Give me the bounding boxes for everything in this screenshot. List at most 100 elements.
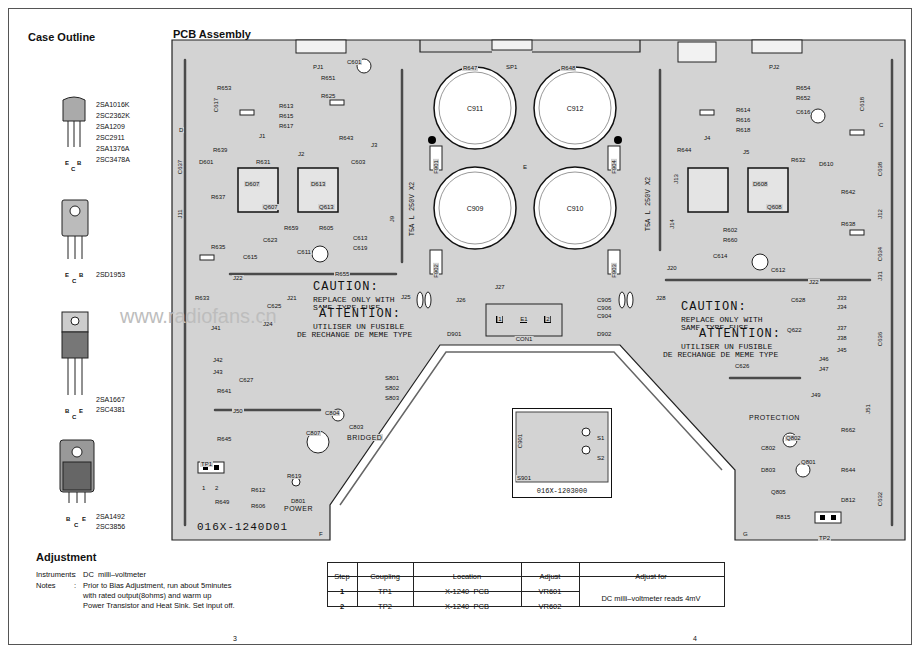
electrolytic-cap <box>811 109 825 123</box>
component-ref: J47 <box>818 366 830 372</box>
connector-pin <box>486 304 562 336</box>
capacitor-ring <box>539 72 611 144</box>
component-ref: J5 <box>742 149 750 155</box>
component-ref: S802 <box>384 385 400 391</box>
fuse-holder <box>430 146 620 274</box>
pin-letter: E <box>82 516 86 522</box>
resistor-symbol <box>700 110 714 115</box>
step-number: 2 <box>340 603 344 611</box>
component-ref: R637 <box>210 194 226 200</box>
to3p-package <box>69 492 85 503</box>
board-outline <box>172 40 905 540</box>
component-ref: C807 <box>305 430 321 436</box>
component-ref: C904 <box>596 313 612 319</box>
component-ref: SP1 <box>505 64 518 70</box>
step-number: 1 <box>340 588 344 596</box>
component-ref: J25 <box>400 294 412 300</box>
component-ref: F902 <box>433 263 439 279</box>
note-text: Step <box>334 573 349 581</box>
component-ref: R631 <box>255 159 271 165</box>
component-ref: C802 <box>760 445 776 451</box>
resistor-symbol <box>330 100 344 105</box>
component-ref: R602 <box>722 227 738 233</box>
component-ref: Q805 <box>770 489 787 495</box>
filter-capacitor: C909 <box>433 166 517 250</box>
component-ref: J1 <box>258 133 266 139</box>
note-text: Adjust <box>540 573 561 581</box>
component-ref: S2 <box>596 455 605 461</box>
caution-text: UTILISER UN FUSIBLE <box>312 323 405 331</box>
copper-trace <box>730 377 800 380</box>
component-ref: J20 <box>666 265 678 271</box>
component-ref: CON1 <box>515 336 534 342</box>
component-ref: C803 <box>348 424 364 430</box>
page-frame <box>9 9 912 645</box>
component-ref: C634 <box>877 246 883 262</box>
component-ref: F904 <box>611 159 617 175</box>
protection-transistor <box>783 433 810 477</box>
part-number: 2SA1376A <box>96 145 129 152</box>
component-ref: J50 <box>232 408 244 414</box>
component-ref: C632 <box>877 491 883 507</box>
note-text: DC milli–voltmeter reads 4mV <box>601 595 700 603</box>
board-connector <box>678 42 716 62</box>
component-ref: D613 <box>310 181 326 187</box>
component-ref: Q613 <box>318 204 335 210</box>
component-ref: R815 <box>775 514 791 520</box>
pin-letter: B <box>66 516 70 522</box>
note-text: Prior to Bias Adjustment, run about 5min… <box>83 582 231 590</box>
component-ref: J11 <box>177 208 183 219</box>
component-ref: R618 <box>735 127 751 133</box>
caution-heading: ATTENTION: <box>318 308 402 320</box>
component-ref: R612 <box>250 487 266 493</box>
resistor-symbol <box>200 100 864 260</box>
connector-pin <box>544 316 551 323</box>
page-number: 3 <box>233 635 237 642</box>
resistor-symbol <box>850 130 864 135</box>
component-ref: F <box>318 531 324 537</box>
resistor-symbol <box>850 230 864 235</box>
filter-capacitor: C911 <box>433 66 517 150</box>
note-text: X-1240 PCB <box>445 588 489 596</box>
note-text: Adjust for <box>635 573 667 581</box>
fuse-clip <box>425 292 431 308</box>
caution-text: DE RECHANGE DE MEME TYPE <box>296 331 413 339</box>
copper-trace <box>185 60 892 525</box>
section-heading: PCB Assembly <box>173 29 251 40</box>
heat-sink <box>298 168 338 212</box>
pin-letter: B <box>77 160 81 166</box>
board-legend: POWER <box>283 505 314 512</box>
component-ref: J26 <box>455 297 467 303</box>
component-ref: TP1 <box>200 461 213 467</box>
component-ref: C623 <box>262 237 278 243</box>
component-ref: D902 <box>596 331 612 337</box>
to3p-package <box>60 440 94 503</box>
component-ref: Q607 <box>262 204 279 210</box>
component-ref: R652 <box>795 95 811 101</box>
component-ref: F901 <box>433 159 439 175</box>
to3p-package <box>72 447 82 457</box>
heat-sink <box>748 168 788 212</box>
pin-letter: C <box>74 522 78 528</box>
electrolytic-cap <box>312 246 328 262</box>
board-connector <box>296 40 346 53</box>
copper-trace <box>666 279 870 282</box>
node-outline <box>512 408 612 498</box>
connector-pin <box>496 316 503 323</box>
watermark: www.radiofans.cn <box>120 306 277 326</box>
note-text: with rated output(8ohms) and warm up <box>83 592 211 600</box>
note-text: DC milli–voltmeter <box>83 571 146 579</box>
board-connector <box>752 40 802 53</box>
component-ref: C615 <box>242 254 258 260</box>
component-ref: R651 <box>320 75 336 81</box>
to220-package <box>71 317 79 325</box>
component-ref: S901 <box>516 475 532 481</box>
board-edge-trace <box>340 352 722 505</box>
component-ref: J27 <box>494 284 506 290</box>
component-ref: D901 <box>446 331 462 337</box>
component-ref: C611 <box>296 249 312 255</box>
part-number: 2SA1492 <box>96 513 125 520</box>
component-ref: R653 <box>216 85 232 91</box>
caution-heading: CAUTION: <box>680 301 748 313</box>
test-point <box>214 465 219 470</box>
